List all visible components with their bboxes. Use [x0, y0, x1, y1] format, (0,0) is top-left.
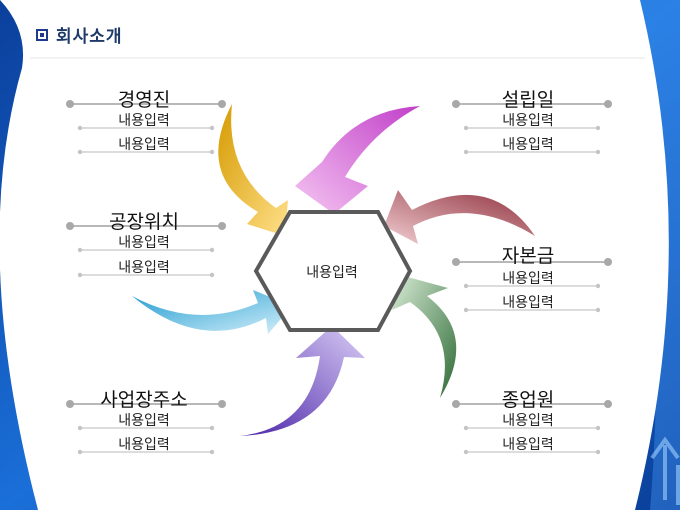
connector-dot: [595, 149, 601, 155]
connector-dot: [463, 149, 469, 155]
connector-dot: [604, 258, 612, 266]
page-title: 회사소개: [56, 27, 123, 47]
arrow-gold: [218, 104, 288, 236]
connector-dot: [595, 283, 601, 289]
connector-dot: [604, 400, 612, 408]
connector-dot: [209, 272, 215, 278]
connector-dot: [463, 125, 469, 131]
group-heading-management: 경영진: [117, 89, 171, 111]
arrow-green: [392, 276, 457, 398]
connector-dot: [209, 149, 215, 155]
connector-dot: [463, 449, 469, 455]
group-item-founding-date-1: 내용입력: [502, 113, 554, 129]
connector-dot: [77, 149, 83, 155]
group-item-founding-date-2: 내용입력: [502, 137, 554, 153]
connector-dot: [77, 425, 83, 431]
group-item-management-2: 내용입력: [118, 137, 170, 153]
connector-dot: [218, 100, 226, 108]
decorative-up-arrows-icon: [650, 436, 680, 505]
group-item-business-address-1: 내용입력: [118, 413, 170, 429]
group-item-capital-1: 내용입력: [502, 271, 554, 287]
center-label: 내용입력: [306, 265, 358, 281]
group-heading-founding-date: 설립일: [501, 89, 555, 111]
connector-dot: [77, 449, 83, 455]
arrow-rose: [384, 190, 535, 244]
group-heading-business-address: 사업장주소: [100, 389, 188, 411]
connector-dot: [77, 247, 83, 253]
group-item-business-address-2: 내용입력: [118, 437, 170, 453]
connector-dot: [209, 449, 215, 455]
connector-dot: [218, 222, 226, 230]
connector-dot: [452, 400, 460, 408]
connector-dot: [209, 125, 215, 131]
arrow-purple: [240, 326, 365, 436]
arrow-magenta: [295, 106, 420, 214]
group-item-employees-2: 내용입력: [502, 437, 554, 453]
connector-dot: [452, 258, 460, 266]
connector-dot: [66, 222, 74, 230]
slide-header: 회사소개: [36, 22, 123, 47]
connector-dot: [452, 100, 460, 108]
connector-dot: [77, 272, 83, 278]
group-item-management-1: 내용입력: [118, 113, 170, 129]
group-item-capital-2: 내용입력: [502, 295, 554, 311]
connector-dot: [595, 307, 601, 313]
connector-dot: [66, 400, 74, 408]
connector-dot: [604, 100, 612, 108]
connector-dot: [463, 283, 469, 289]
connector-dot: [209, 247, 215, 253]
connector-dot: [77, 125, 83, 131]
center-hexagon: [253, 210, 413, 332]
arrow-cyan: [132, 290, 292, 334]
connector-dot: [463, 425, 469, 431]
group-item-employees-1: 내용입력: [502, 413, 554, 429]
connector-dot: [66, 100, 74, 108]
square-bullet-icon: [36, 28, 48, 41]
group-heading-employees: 종업원: [501, 389, 555, 411]
connector-dot: [595, 125, 601, 131]
group-item-factory-location-1: 내용입력: [118, 235, 170, 251]
connector-dot: [463, 307, 469, 313]
group-item-factory-location-2: 내용입력: [118, 260, 170, 276]
connector-dot: [218, 400, 226, 408]
group-heading-capital: 자본금: [501, 245, 555, 267]
connector-dot: [209, 425, 215, 431]
group-heading-factory-location: 공장위치: [109, 211, 179, 233]
connector-dot: [595, 449, 601, 455]
connector-dot: [595, 425, 601, 431]
